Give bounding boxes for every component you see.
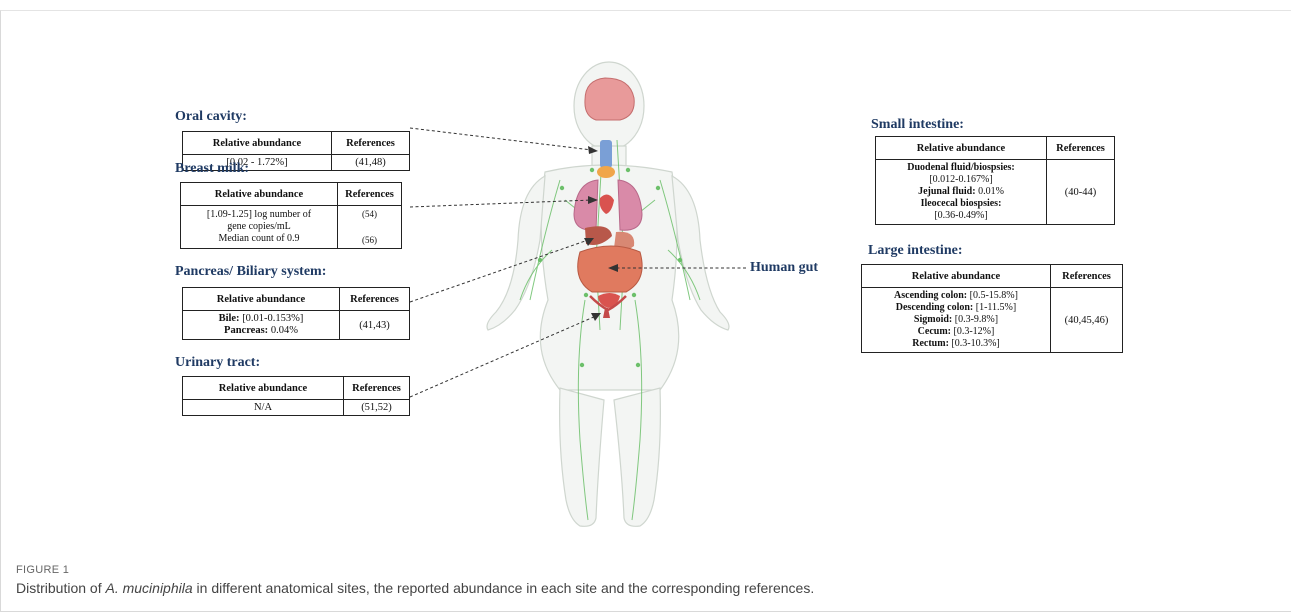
duodenal-value: [0.012-0.167%] [880,174,1042,186]
rectum-label: Rectum: [912,338,949,349]
col-header-abundance: Relative abundance [183,132,332,155]
col-header-references: References [340,288,410,311]
small-intestine-title: Small intestine: [871,117,964,133]
col-header-abundance: Relative abundance [862,265,1051,288]
ileocecal-label: Ileocecal biospsies: [880,198,1042,210]
jejunal-label: Jejunal fluid: [918,186,976,197]
col-header-references: References [344,377,410,400]
ascending-value: [0.5-15.8%] [970,290,1018,301]
breast-value-line3: Median count of 0.9 [185,233,333,245]
breast-refs2: (56) [342,234,397,246]
abundance-value: Ascending colon: [0.5-15.8%] Descending … [862,288,1051,353]
figure-area: Oral cavity: Relative abundance Referenc… [0,0,1293,540]
caption-prefix: Distribution of [16,580,105,596]
human-gut-label: Human gut [750,260,818,276]
large-intestine-title: Large intestine: [868,243,962,259]
bile-value: [0.01-0.153%] [242,313,303,324]
col-header-references: References [1047,137,1115,160]
descending-label: Descending colon: [896,302,974,313]
references-value: (41,48) [332,155,410,171]
pancreas-biliary-title: Pancreas/ Biliary system: [175,264,326,280]
jejunal-value: 0.01% [978,186,1004,197]
col-header-abundance: Relative abundance [876,137,1047,160]
ileocecal-value: [0.36-0.49%] [880,210,1042,222]
cecum-value: [0.3-12%] [954,326,995,337]
references-value: (54) (56) [338,206,402,249]
breast-refs1: (54) [342,208,397,234]
cecum-label: Cecum: [918,326,951,337]
figure-label: FIGURE 1 [16,564,69,576]
intestine-icon [578,246,642,292]
sigmoid-label: Sigmoid: [914,314,952,325]
urinary-tract-title: Urinary tract: [175,355,260,371]
col-header-abundance: Relative abundance [181,183,338,206]
col-header-references: References [332,132,410,155]
small-intestine-table: Relative abundance References Duodenal f… [875,136,1115,225]
col-header-abundance: Relative abundance [183,377,344,400]
brain-icon [585,78,634,120]
caption-species: A. muciniphila [105,580,192,596]
references-value: (41,43) [340,311,410,340]
caption-suffix: in different anatomical sites, the repor… [193,580,815,596]
rectum-value: [0.3-10.3%] [951,338,999,349]
col-header-abundance: Relative abundance [183,288,340,311]
ascending-label: Ascending colon: [894,290,967,301]
abundance-value: Duodenal fluid/biospsies: [0.012-0.167%]… [876,160,1047,225]
thyroid-icon [597,166,615,178]
figure-caption: Distribution of A. muciniphila in differ… [16,580,814,596]
oral-cavity-title: Oral cavity: [175,109,247,125]
arrow-oral [410,128,592,150]
sigmoid-value: [0.3-9.8%] [955,314,998,325]
abundance-value: Bile: [0.01-0.153%] Pancreas: 0.04% [183,311,340,340]
breast-value-line1: [1.09-1.25] log number of [185,209,333,221]
abundance-value: N/A [183,400,344,416]
bile-label: Bile: [219,313,240,324]
abundance-value: [1.09-1.25] log number of gene copies/mL… [181,206,338,249]
urinary-tract-table: Relative abundance References N/A (51,52… [182,376,410,416]
large-intestine-table: Relative abundance References Ascending … [861,264,1123,353]
breast-value-line2: gene copies/mL [185,221,333,233]
breast-milk-title: Breast milk: [175,161,249,177]
pancreas-value: 0.04% [271,325,298,336]
pancreas-label: Pancreas: [224,325,268,336]
descending-value: [1-11.5%] [976,302,1016,313]
references-value: (40-44) [1047,160,1115,225]
duodenal-label: Duodenal fluid/biospsies: [880,162,1042,174]
trachea-icon [600,140,612,168]
col-header-references: References [338,183,402,206]
breast-milk-table: Relative abundance References [1.09-1.25… [180,182,402,249]
pancreas-biliary-table: Relative abundance References Bile: [0.0… [182,287,410,340]
references-value: (40,45,46) [1051,288,1123,353]
col-header-references: References [1051,265,1123,288]
references-value: (51,52) [344,400,410,416]
